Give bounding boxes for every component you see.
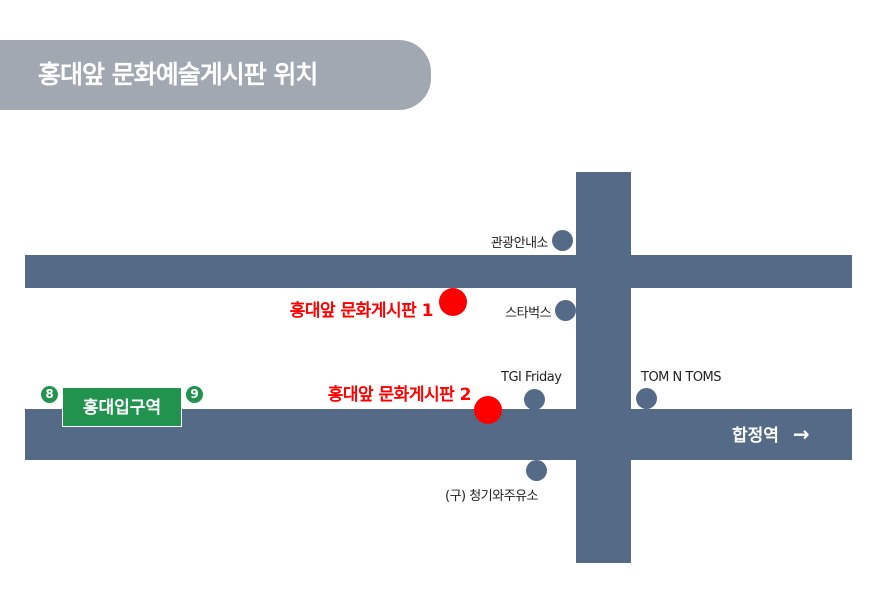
destination-label: 합정역 → [732, 421, 810, 446]
road-upper [25, 255, 852, 288]
road-vertical [576, 172, 631, 563]
landmark-marker [555, 300, 576, 321]
page-title: 홍대앞 문화예술게시판 위치 [0, 40, 431, 110]
landmark-label: TGI Friday [501, 370, 562, 385]
landmark-label: TOM N TOMS [641, 370, 722, 385]
arrow-right-icon: → [792, 422, 810, 446]
destination-name: 합정역 [732, 426, 779, 446]
landmark-marker [524, 389, 545, 410]
station-label: 홍대입구역 [62, 387, 182, 427]
landmark-marker [636, 388, 657, 409]
landmark-label: 관광안내소 [490, 236, 549, 251]
landmark-label: 스타벅스 [505, 306, 551, 321]
board-2-marker [474, 396, 502, 424]
board-1-marker [439, 288, 467, 316]
exit-8-badge: 8 [41, 386, 58, 403]
landmark-marker [526, 460, 547, 481]
board-2-label: 홍대앞 문화게시판 2 [327, 385, 472, 405]
board-1-label: 홍대앞 문화게시판 1 [289, 301, 434, 321]
landmark-marker [552, 230, 573, 251]
exit-9-badge: 9 [186, 386, 203, 403]
landmark-label: (구) 청기와주유소 [445, 489, 539, 504]
